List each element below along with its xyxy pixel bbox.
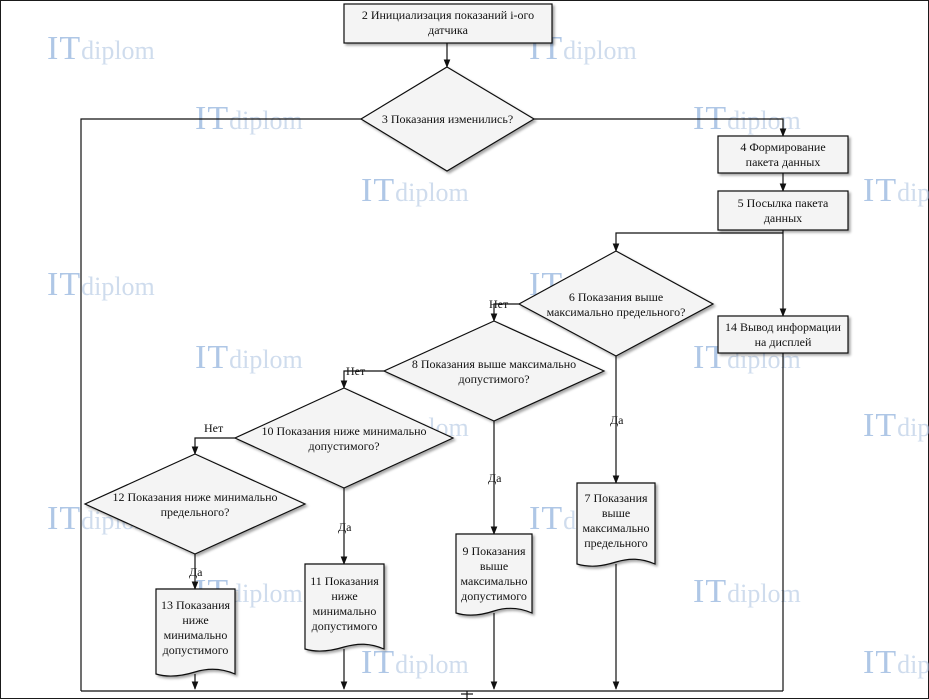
- edge-3-4: [534, 118, 787, 137]
- process-2: [343, 3, 553, 44]
- process-14: [717, 315, 849, 354]
- edge-6-8: [490, 303, 519, 322]
- document-7: [576, 482, 656, 567]
- label-no-6: Нет: [489, 297, 509, 311]
- edge-3-no-bypass: [80, 118, 361, 691]
- process-5: [717, 190, 849, 231]
- decision-6: [517, 250, 715, 357]
- edge-5-6: [612, 232, 783, 252]
- decision-3: [359, 66, 536, 172]
- label-no-10: Нет: [204, 421, 224, 435]
- document-11: [304, 563, 385, 652]
- node-10-label: 10 Показания ниже минимально допустимого…: [261, 424, 427, 453]
- edge-10-12: [191, 437, 235, 455]
- decision-10: [233, 387, 455, 489]
- node-8-label: 8 Показания выше максимально допустимого…: [411, 357, 577, 386]
- node-6-label: 6 Показания выше максимально предельного…: [546, 290, 686, 319]
- node-14-label: 14 Вывод информации на дисплей: [725, 320, 841, 349]
- document-9: [455, 533, 533, 616]
- decision-12: [83, 453, 307, 555]
- node-3-label: 3 Показания изменились?: [381, 112, 514, 126]
- document-13: [155, 588, 236, 677]
- label-yes-6: Да: [610, 413, 624, 427]
- node-9-label: 9 Показания выше максимально допустимого: [460, 544, 528, 603]
- edge-8-10: [340, 370, 384, 389]
- node-11-label: 11 Показания ниже минимально допустимого: [310, 574, 379, 633]
- label-yes-8: Да: [488, 471, 502, 485]
- node-7-label: 7 Показания выше максимально предельного: [582, 491, 650, 550]
- node-13-label: 13 Показания ниже минимально допустимого: [160, 598, 231, 657]
- node-12-label: 12 Показания ниже минимально предельного…: [112, 490, 278, 519]
- label-yes-12: Да: [189, 565, 203, 579]
- label-no-8: Нет: [346, 364, 366, 378]
- node-2-label: 2 Инициализация показаний i-ого датчика: [361, 8, 535, 37]
- process-4: [717, 135, 849, 174]
- node-4-label: 4 Формирование пакета данных: [740, 140, 826, 169]
- label-yes-10: Да: [338, 520, 352, 534]
- node-5-label: 5 Посылка пакета данных: [737, 196, 829, 225]
- decision-8: [382, 320, 606, 422]
